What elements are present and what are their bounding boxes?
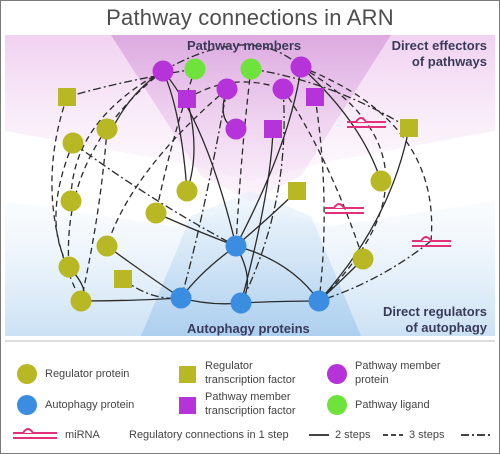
edge	[240, 128, 274, 304]
regulator-protein-node	[145, 202, 167, 224]
edge	[240, 88, 285, 304]
legend-autophagy-protein-label: Autophagy protein	[45, 399, 135, 411]
edge	[282, 88, 364, 260]
pathway-member-protein-node	[272, 78, 294, 100]
edge	[318, 127, 410, 302]
mirna-node	[325, 203, 364, 214]
zone-label-line: of autophagy	[405, 320, 487, 335]
edge	[67, 70, 164, 268]
autophagy-protein-node	[230, 292, 252, 314]
regulator-protein-node	[352, 248, 374, 270]
regulator-protein-node	[58, 256, 80, 278]
regulator-protein-node	[96, 118, 118, 140]
legend-two-steps-label: 2 steps	[335, 429, 371, 441]
legend-regulator-protein-label: Regulator protein	[45, 368, 130, 380]
pathway-member-tf-node	[264, 120, 282, 138]
regulator-tf-node	[58, 88, 76, 106]
zone-pathway-members-cone	[111, 35, 391, 201]
legend-line: Pathway member	[355, 360, 441, 372]
zone-label-direct-regulators: Direct regulators of autophagy	[383, 304, 487, 336]
edge	[314, 96, 325, 302]
edge	[250, 68, 410, 129]
edge	[106, 88, 228, 247]
legend-regulator-tf-label: Regulator transcription factor	[205, 359, 295, 387]
edge	[235, 68, 252, 247]
legend-line: Pathway member	[205, 391, 291, 403]
legend-pathway-member-tf-label: Pathway member transcription factor	[205, 390, 295, 418]
diagram-title: Pathway connections in ARN	[106, 5, 394, 30]
legend-autophagy-protein-symbol	[17, 395, 37, 415]
autophagy-protein-node	[308, 290, 330, 312]
zone-label-direct-effectors: Direct effectors of pathways	[392, 38, 487, 70]
regulator-protein-node	[370, 170, 392, 192]
network-nodes	[58, 56, 418, 314]
mirna-nodes	[325, 117, 451, 247]
zone-label-autophagy-proteins: Autophagy proteins	[187, 321, 310, 336]
legend-symbols	[13, 364, 491, 439]
pathway-member-protein-node	[216, 78, 238, 100]
legend-pathway-ligand-label: Pathway ligand	[355, 399, 430, 411]
pathway-ligand-node	[184, 58, 206, 80]
legend-line: transcription factor	[205, 374, 296, 386]
autophagy-protein-node	[170, 287, 192, 309]
legend-line: Regulator	[205, 360, 253, 372]
edge	[66, 68, 196, 98]
regulator-protein-node	[70, 290, 92, 312]
pathway-member-tf-node	[306, 88, 324, 106]
zone-label-line: of pathways	[411, 54, 487, 69]
pathway-member-protein-node	[152, 60, 174, 82]
regulator-protein-node	[62, 132, 84, 154]
legend-pathway-ligand-symbol	[327, 395, 347, 415]
edge	[300, 66, 433, 242]
legend-line: transcription factor	[205, 405, 296, 417]
pathway-member-protein-node	[225, 118, 247, 140]
zone-label-line: Direct effectors	[391, 38, 487, 53]
pathway-ligand-node	[240, 58, 262, 80]
regulator-tf-node	[288, 182, 306, 200]
edge	[162, 44, 302, 72]
mirna-node	[412, 236, 451, 247]
regulator-tf-node	[114, 270, 132, 288]
legend-pathway-member-protein-label: Pathway member protein	[355, 359, 441, 387]
regulator-protein-node	[96, 235, 118, 257]
regulator-protein-node	[176, 180, 198, 202]
mirna-node	[347, 117, 386, 128]
pathway-member-tf-node	[178, 90, 196, 108]
autophagy-protein-node	[225, 235, 247, 257]
regulator-tf-node	[400, 119, 418, 137]
zone-label-line: Direct regulators	[382, 304, 487, 319]
legend-pathway-member-protein-symbol	[327, 364, 347, 384]
edge	[180, 88, 228, 299]
legend-three-steps-label: 3 steps	[409, 429, 445, 441]
legend-mirna-symbol	[13, 428, 57, 439]
legend-line: protein	[355, 374, 389, 386]
legend-regulator-tf-symbol	[179, 366, 196, 383]
edge	[186, 81, 284, 100]
edge	[318, 240, 432, 302]
edge	[235, 66, 302, 247]
edge	[162, 70, 237, 247]
legend-regulator-protein-symbol	[17, 364, 37, 384]
regulator-protein-node	[60, 190, 82, 212]
edge	[70, 70, 164, 202]
edge	[80, 128, 108, 302]
edge	[55, 142, 74, 268]
edge	[72, 142, 237, 247]
zone-label-pathway-members: Pathway members	[187, 38, 302, 53]
legend-connections-label: Regulatory connections in 1 step	[129, 429, 289, 441]
legend-pathway-member-tf-symbol	[179, 397, 196, 414]
pathway-member-protein-node	[290, 56, 312, 78]
legend-mirna-label: miRNA	[65, 429, 100, 441]
